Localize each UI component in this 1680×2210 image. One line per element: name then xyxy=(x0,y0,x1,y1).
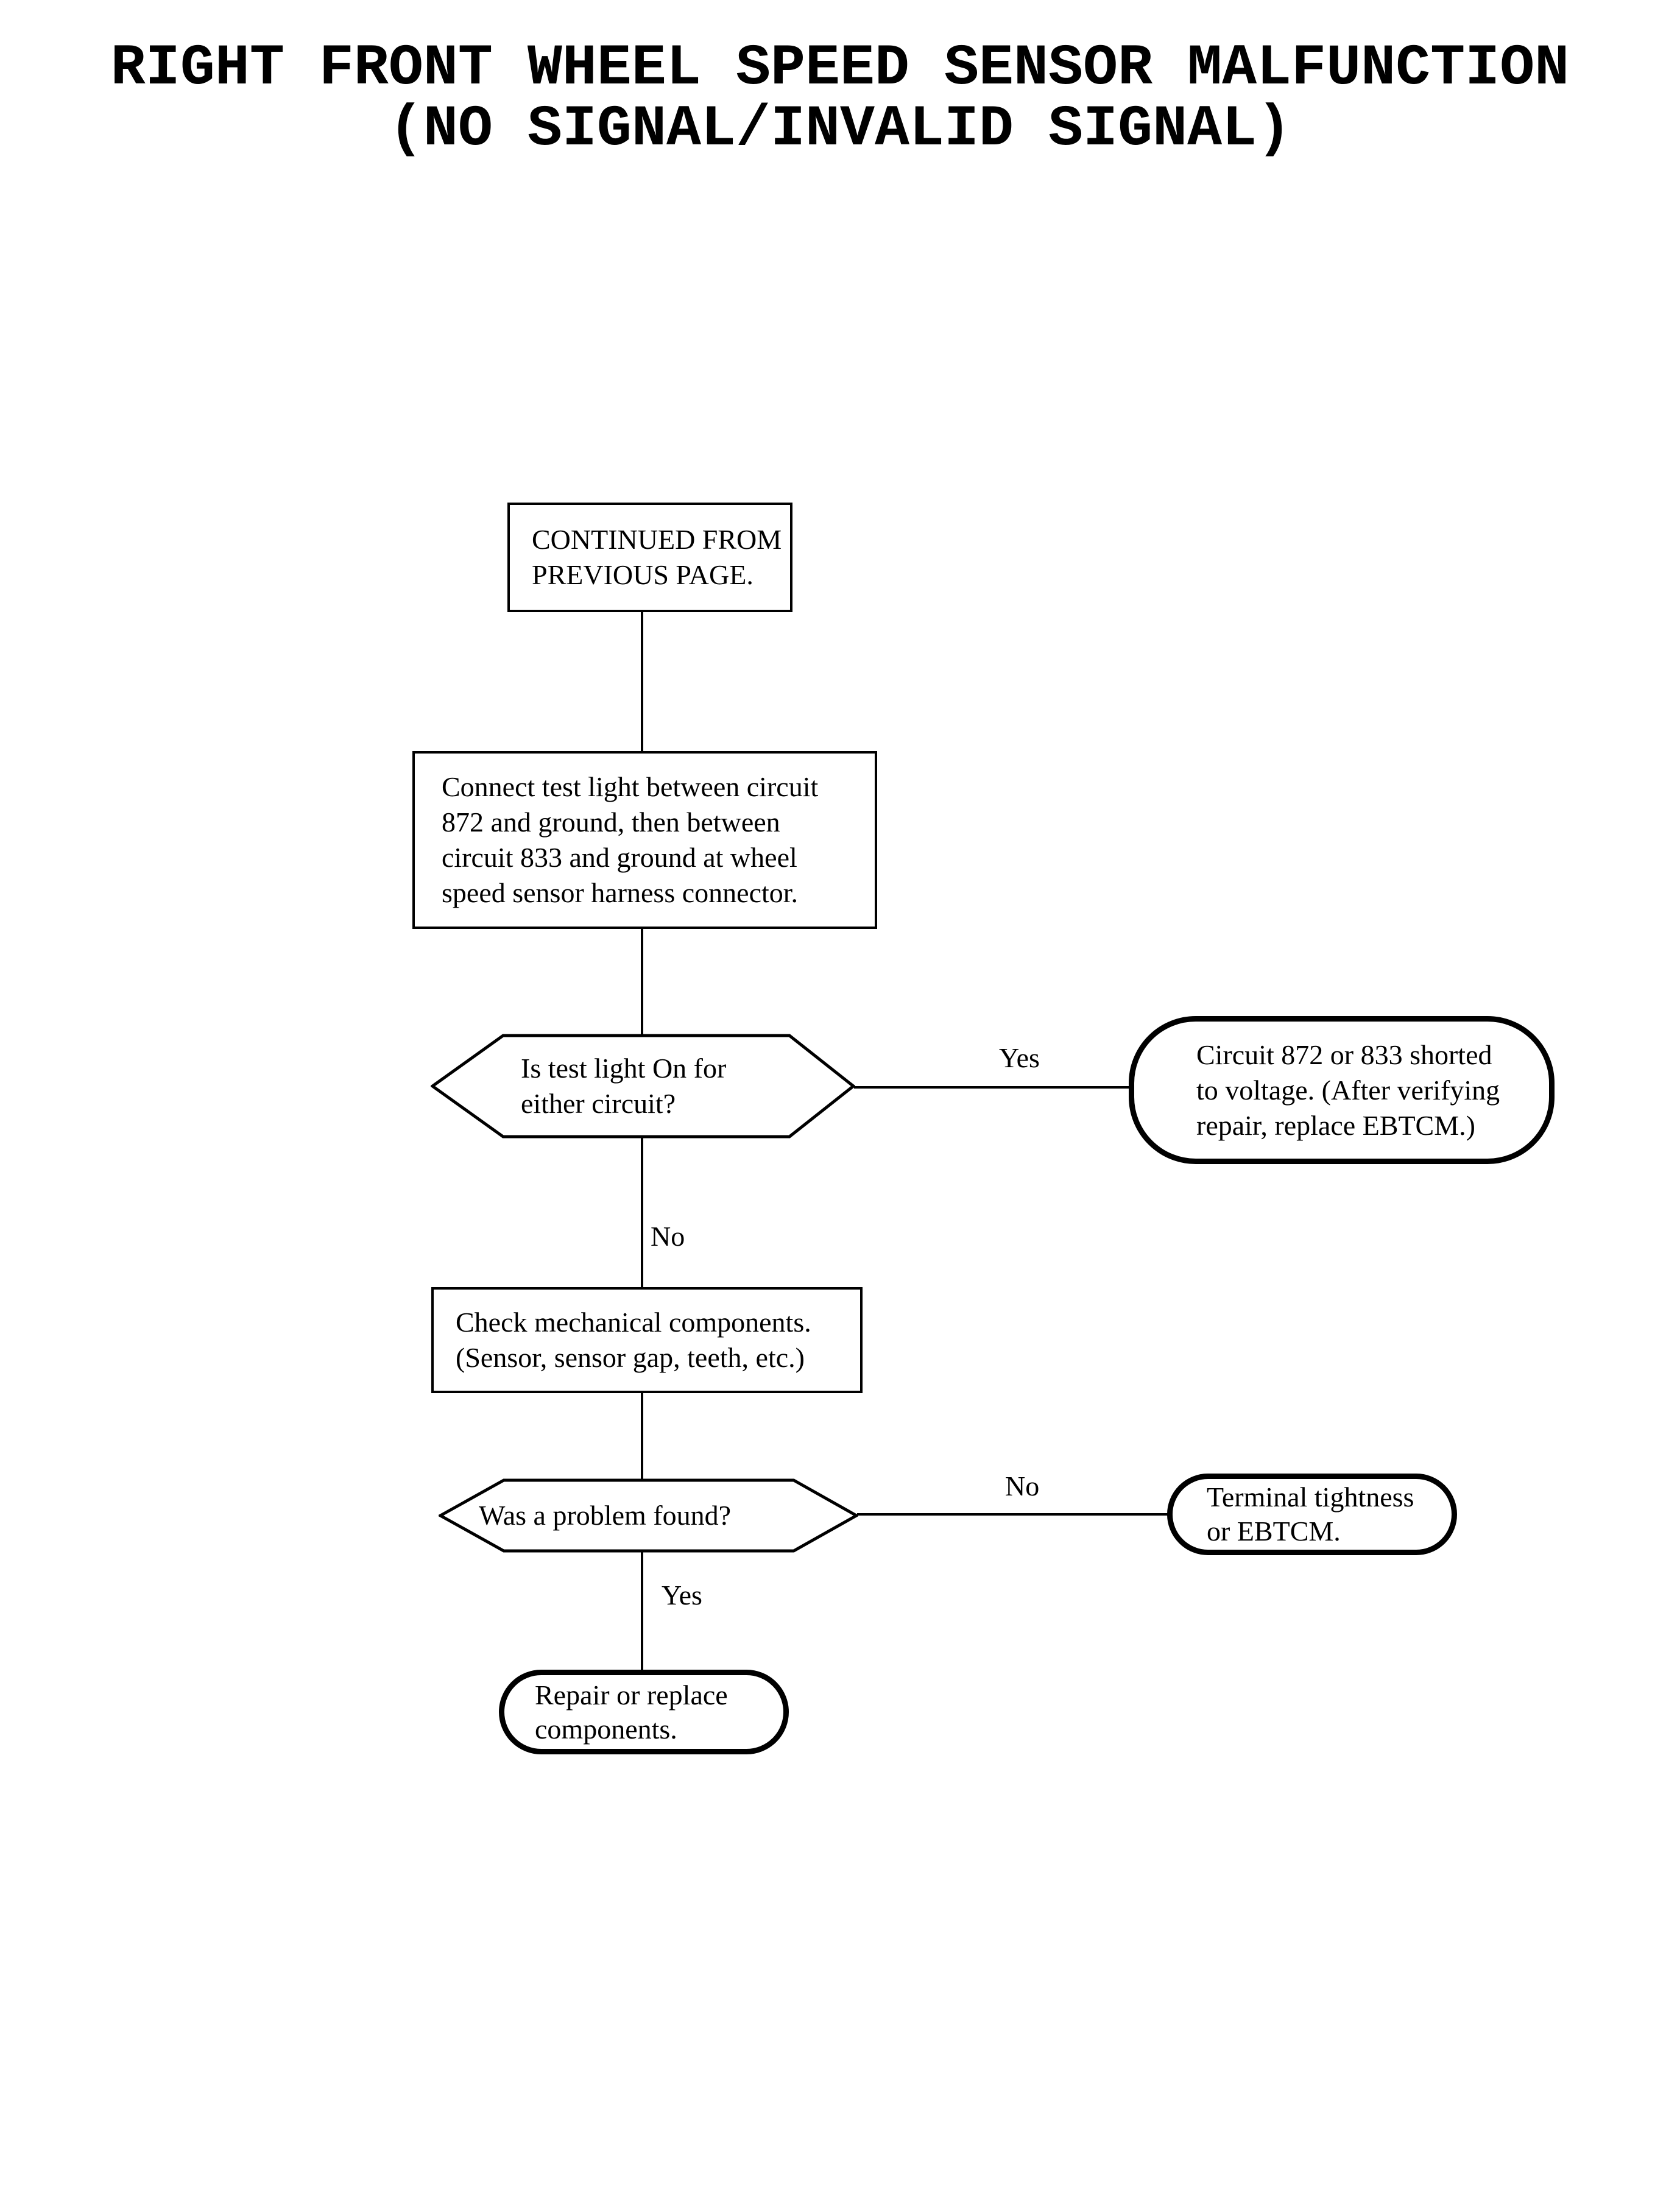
text-line: 872 and ground, then between xyxy=(442,807,780,838)
text-line: or EBTCM. xyxy=(1207,1516,1341,1547)
connector-continued-to-connect xyxy=(641,611,643,752)
decision-testlight-text: Is test light On for either circuit? xyxy=(431,1034,855,1139)
text-line: either circuit? xyxy=(521,1088,676,1119)
decision-problem-text: Was a problem found? xyxy=(439,1478,858,1553)
node-connect-test-light: Connect test light between circuit 872 a… xyxy=(412,751,877,929)
connector-problem-yes xyxy=(641,1552,643,1671)
node-repair-or-replace-components: Repair or replace components. xyxy=(499,1670,789,1754)
connector-testlight-yes xyxy=(854,1086,1130,1089)
text-line: Check mechanical components. xyxy=(456,1307,811,1338)
edge-label-no: No xyxy=(651,1221,685,1252)
node-continued-text: CONTINUED FROM PREVIOUS PAGE. xyxy=(510,505,790,610)
page-title: RIGHT FRONT WHEEL SPEED SENSOR MALFUNCTI… xyxy=(0,38,1680,160)
node-continued-from-previous-page: CONTINUED FROM PREVIOUS PAGE. xyxy=(507,503,792,612)
text-line: Connect test light between circuit xyxy=(442,771,819,802)
connector-connect-to-decision-testlight xyxy=(641,928,643,1035)
hexagon-shape xyxy=(439,1478,858,1553)
edge-label-yes: Yes xyxy=(999,1042,1040,1073)
node-connect-text: Connect test light between circuit 872 a… xyxy=(415,754,875,927)
text-line: circuit 833 and ground at wheel xyxy=(442,842,797,873)
page-title-line-1: RIGHT FRONT WHEEL SPEED SENSOR MALFUNCTI… xyxy=(110,35,1570,101)
node-shorted-text: Circuit 872 or 833 shorted to voltage. (… xyxy=(1134,1022,1549,1159)
node-circuit-shorted-to-voltage: Circuit 872 or 833 shorted to voltage. (… xyxy=(1129,1016,1555,1164)
text-line: CONTINUED FROM xyxy=(532,524,782,555)
text-line: to voltage. (After verifying xyxy=(1196,1074,1500,1106)
text-line: Is test light On for xyxy=(521,1053,727,1084)
connector-testlight-no xyxy=(641,1137,643,1288)
text-line: speed sensor harness connector. xyxy=(442,877,799,908)
hexagon-shape xyxy=(431,1034,855,1139)
node-repair-text: Repair or replace components. xyxy=(504,1675,783,1749)
text-line: Repair or replace xyxy=(535,1679,728,1710)
text-line: (Sensor, sensor gap, teeth, etc.) xyxy=(456,1342,805,1373)
connector-problem-no xyxy=(857,1513,1168,1516)
text-line: repair, replace EBTCM.) xyxy=(1196,1109,1475,1141)
text-line: Circuit 872 or 833 shorted xyxy=(1196,1039,1492,1070)
edge-label-yes: Yes xyxy=(662,1580,702,1611)
node-terminal-tightness-or-ebtcm: Terminal tightness or EBTCM. xyxy=(1167,1474,1457,1555)
node-check-text: Check mechanical components. (Sensor, se… xyxy=(434,1290,860,1391)
text-line: Was a problem found? xyxy=(479,1500,731,1531)
page-title-line-2: (NO SIGNAL/INVALID SIGNAL) xyxy=(388,96,1292,162)
edge-label-no: No xyxy=(1005,1470,1040,1502)
node-terminal-text: Terminal tightness or EBTCM. xyxy=(1173,1479,1452,1550)
connector-check-to-decision-problem xyxy=(641,1392,643,1480)
text-line: Terminal tightness xyxy=(1207,1481,1414,1513)
decision-was-problem-found: Was a problem found? xyxy=(439,1478,858,1553)
node-check-mechanical-components: Check mechanical components. (Sensor, se… xyxy=(431,1287,863,1393)
text-line: components. xyxy=(535,1713,677,1745)
text-line: PREVIOUS PAGE. xyxy=(532,559,754,590)
decision-is-test-light-on: Is test light On for either circuit? xyxy=(431,1034,855,1139)
